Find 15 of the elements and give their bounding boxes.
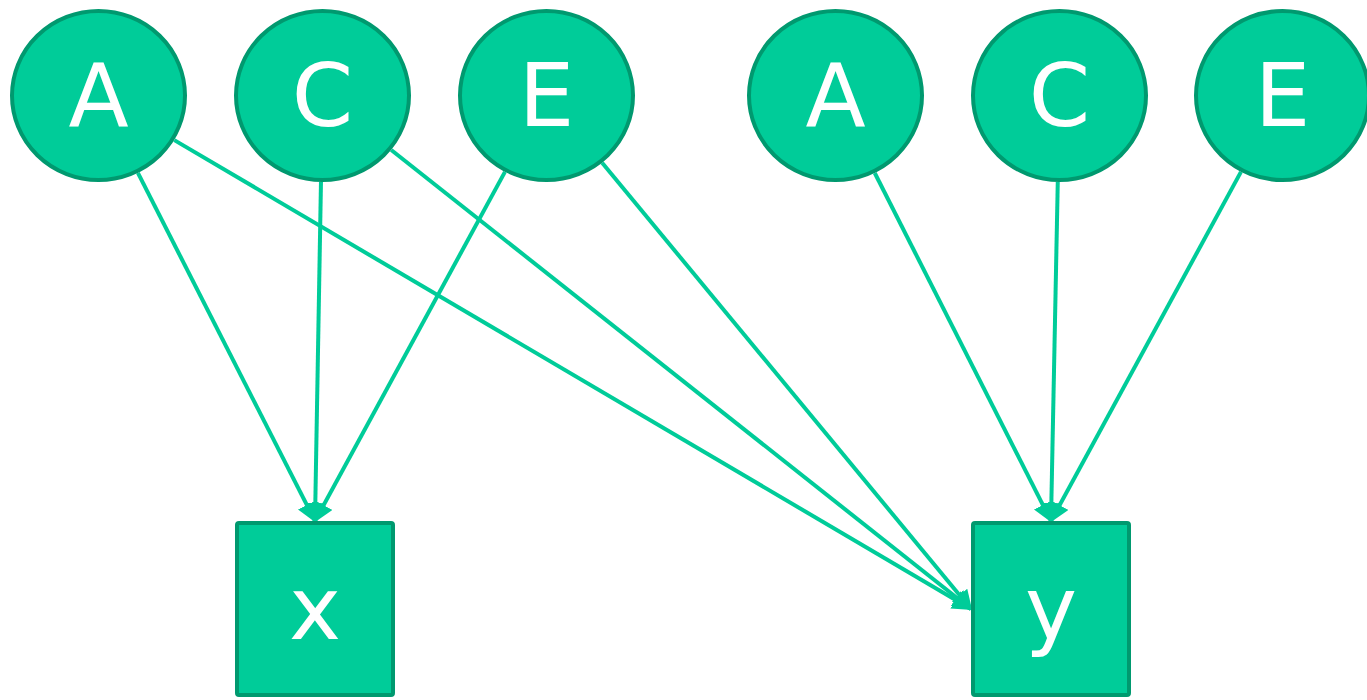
node-label: x (288, 565, 342, 653)
variable-circle (971, 9, 1148, 182)
variable-circle (10, 9, 187, 182)
node-label: E (518, 51, 575, 140)
node-label: C (291, 51, 354, 140)
node-label: C (1028, 51, 1091, 140)
node-label: E (1254, 51, 1311, 140)
node-label: A (805, 51, 866, 140)
node-label: A (68, 51, 129, 140)
variable-circle (747, 9, 924, 182)
output-box (235, 521, 395, 697)
output-box (971, 521, 1131, 697)
variable-circle (234, 9, 411, 182)
variable-circle (458, 9, 635, 182)
arrow (600, 161, 973, 611)
